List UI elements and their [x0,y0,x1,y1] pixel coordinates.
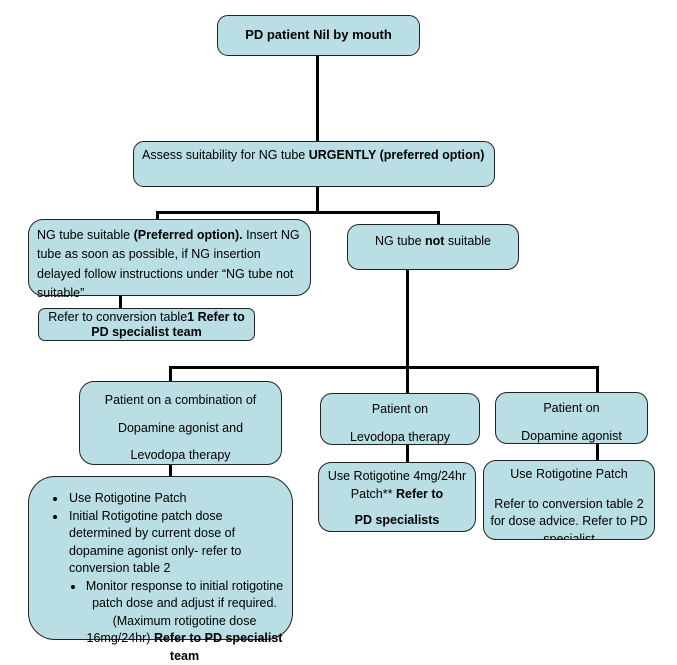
node-text: Assess suitability for NG tube [142,148,309,162]
node-text: suitable [444,234,491,248]
connector-dopamine-action [596,443,599,461]
connector-levodopa-action [406,444,409,463]
bullet-text: Use Rotigotine Patch [69,491,186,505]
connector-drop-levodopa [406,366,409,395]
bullet-item: Monitor response to initial rotigotine p… [85,578,284,665]
node-patient-dopamine-agonist: Patient on Dopamine agonist [495,392,648,444]
node-text-line: Dopamine agonist and [80,420,281,438]
node-ng-tube-suitable: NG tube suitable (Preferred option). Ins… [28,219,311,296]
node-ng-tube-not-suitable: NG tube not suitable [347,224,519,270]
connector-split-horizontal-2 [169,366,599,369]
node-label: PD patient Nil by mouth [245,26,392,44]
bullet-list: Use Rotigotine Patch Initial Rotigotine … [35,490,284,665]
node-text-bold: not [425,234,444,248]
connector-assess-split [316,186,319,214]
node-text-line: Levodopa therapy [80,447,281,465]
bullet-item: Initial Rotigotine patch dose determined… [67,508,284,578]
node-text-line-bold: PD specialists [319,512,475,530]
node-text-bold: (Preferred option). [134,228,243,242]
node-text-line: Patient on a combination of [80,392,281,410]
bullet-text: Initial Rotigotine patch dose determined… [69,509,241,576]
node-text-line: Use Rotigotine Patch [488,466,650,484]
node-text-line: Patient on [496,400,647,418]
node-pd-patient-nil-by-mouth: PD patient Nil by mouth [217,15,420,56]
connector-start-assess [316,56,319,142]
node-patient-combination-therapy: Patient on a combination of Dopamine ago… [79,381,282,465]
node-text-line: Use Rotigotine 4mg/24hr Patch** Refer to [319,468,475,503]
connector-drop-dopamine [596,366,599,394]
node-text-line: Patient on [321,401,479,419]
node-text-bold: Refer to [396,487,443,501]
node-text-bold: URGENTLY (preferred option) [309,148,485,162]
bullet-item: Use Rotigotine Patch [67,490,284,508]
connector-ngnotsuitable-split [406,269,409,369]
node-text-line: Refer to conversion table 2 for dose adv… [488,496,650,541]
node-text-line: Levodopa therapy [321,429,479,447]
connector-split-horizontal-1 [156,211,440,214]
node-text: NG tube suitable [37,228,134,242]
node-text: NG tube [375,234,425,248]
bullet-text-bold: Refer to PD specialist team [154,631,283,663]
node-patient-levodopa-therapy: Patient on Levodopa therapy [320,393,480,445]
connector-ngsuitable-table1 [119,295,122,309]
node-refer-conversion-table1: Refer to conversion table1 Refer to PD s… [38,308,255,341]
node-text-line: Dopamine agonist [496,428,647,446]
node-combination-rotigotine-instructions: Use Rotigotine Patch Initial Rotigotine … [28,476,293,640]
node-assess-ng-tube-suitability: Assess suitability for NG tube URGENTLY … [133,141,495,187]
node-text: Refer to conversion table [48,310,187,324]
node-dopamine-rotigotine-instructions: Use Rotigotine Patch Refer to conversion… [483,460,655,540]
node-levodopa-rotigotine-instructions: Use Rotigotine 4mg/24hr Patch** Refer to… [318,462,476,532]
